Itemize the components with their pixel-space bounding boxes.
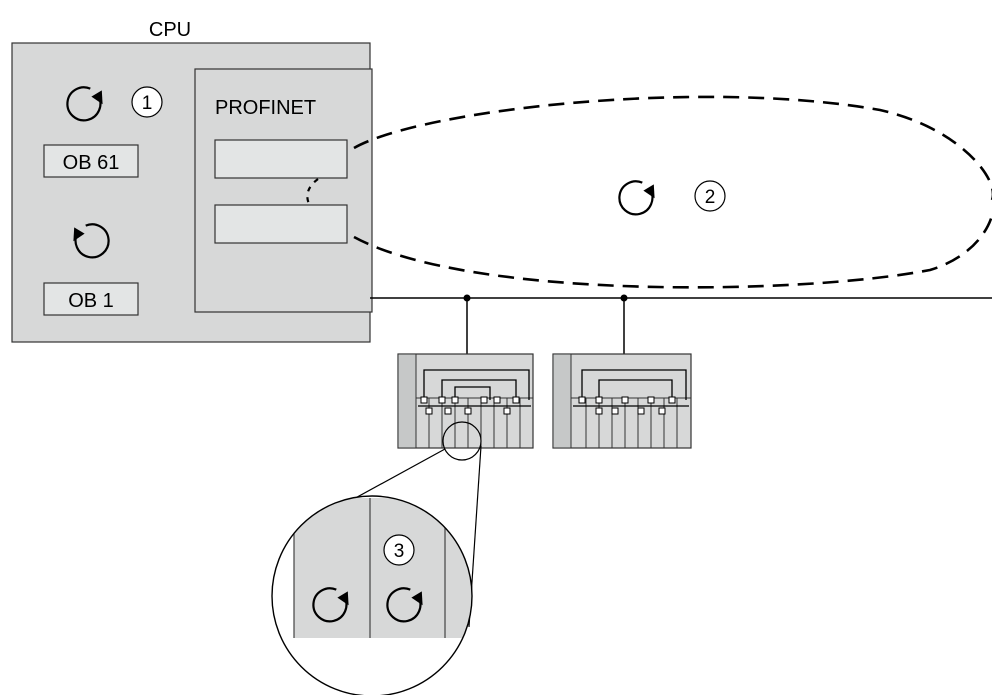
cycle-arrow-clockwise-icon [618, 180, 656, 216]
marker-2-circle [694, 180, 726, 212]
marker-1-circle [131, 86, 163, 118]
ob1-label: OB 1 [68, 290, 114, 312]
zoom-source-circle [442, 421, 482, 461]
marker-1: 1 [142, 93, 153, 114]
io-device-1 [397, 353, 534, 449]
ob61-label: OB 61 [63, 152, 120, 174]
marker-3-circle [383, 534, 415, 566]
profinet-interface [194, 68, 373, 313]
profinet-port-top [214, 139, 348, 179]
marker-2: 2 [705, 187, 716, 208]
port-link-dashed [306, 178, 319, 207]
profinet-cycle-dashed-ellipse [353, 95, 992, 289]
cpu-title: CPU [149, 19, 191, 41]
ob1-box [43, 282, 139, 316]
marker-3: 3 [394, 541, 405, 562]
io-device-2 [552, 353, 692, 449]
ob61-box [43, 144, 139, 178]
zoom-magnifier [272, 496, 472, 695]
zoom-circle-outline [271, 495, 473, 695]
profinet-label: PROFINET [215, 97, 316, 119]
profinet-port-bottom [214, 204, 348, 244]
